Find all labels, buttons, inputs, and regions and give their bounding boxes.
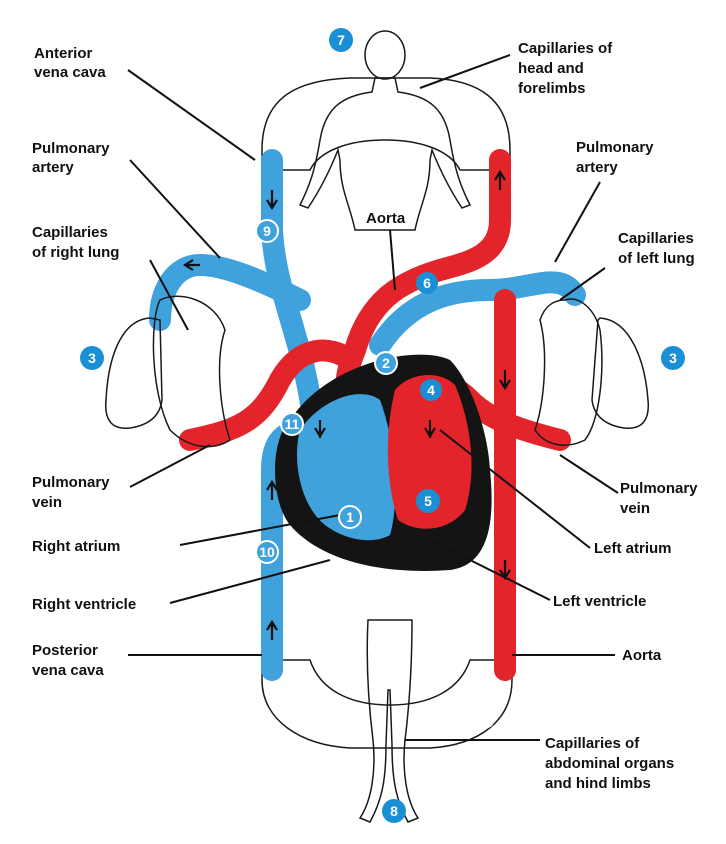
- label-pulmonary-artery-left: Pulmonary artery: [32, 140, 114, 176]
- svg-text:8: 8: [390, 803, 398, 819]
- abdominal-capillary-bed: [261, 659, 513, 749]
- svg-text:11: 11: [285, 416, 300, 432]
- step-badge-8: 8: [382, 799, 406, 823]
- step-badge-5: 5: [416, 489, 440, 513]
- right-heart-chambers: [297, 394, 396, 541]
- svg-text:4: 4: [427, 382, 435, 398]
- right-lung-capillary-bed: [152, 295, 231, 448]
- label-capillaries-abdominal: Capillaries of abdominal organs and hind…: [545, 735, 678, 792]
- head-capillary-bed: [261, 77, 511, 171]
- svg-text:9: 9: [263, 223, 271, 239]
- step-badge-6: 6: [416, 272, 438, 294]
- left-lung: [591, 317, 650, 429]
- labels: Anterior vena cava Capillaries of head a…: [32, 40, 702, 792]
- label-aorta-bottom: Aorta: [622, 647, 662, 664]
- step-badge-3-right: 3: [661, 346, 685, 370]
- flow-arrows: [182, 169, 511, 640]
- upper-body-figure: [298, 30, 472, 231]
- step-badge-1: 1: [338, 505, 362, 529]
- step-badge-3-left: 3: [80, 346, 104, 370]
- label-capillaries-head: Capillaries of head and forelimbs: [518, 40, 616, 97]
- svg-text:10: 10: [259, 544, 275, 560]
- step-badge-10: 10: [255, 540, 279, 564]
- label-capillaries-right-lung: Capillaries of right lung: [32, 224, 119, 261]
- label-pulmonary-vein-left: Pulmonary vein: [32, 474, 114, 511]
- label-left-atrium: Left atrium: [594, 540, 672, 557]
- left-lung-capillary-bed: [534, 298, 603, 446]
- label-aorta-top: Aorta: [366, 210, 406, 227]
- step-badge-9: 9: [255, 219, 279, 243]
- step-badge-4: 4: [420, 379, 442, 401]
- svg-text:7: 7: [337, 32, 345, 48]
- step-badge-11: 11: [280, 412, 304, 436]
- label-posterior-vena-cava: Posterior vena cava: [32, 642, 104, 679]
- label-right-ventricle: Right ventricle: [32, 596, 136, 613]
- svg-text:3: 3: [669, 350, 677, 366]
- label-pulmonary-vein-right: Pulmonary vein: [620, 480, 702, 517]
- right-lung: [104, 317, 163, 429]
- svg-text:2: 2: [382, 355, 390, 371]
- svg-text:5: 5: [424, 493, 432, 509]
- label-right-atrium: Right atrium: [32, 538, 120, 555]
- svg-text:1: 1: [346, 509, 354, 525]
- lower-body-figure: [358, 619, 420, 823]
- label-anterior-vena-cava: Anterior vena cava: [34, 45, 106, 81]
- step-badge-7: 7: [329, 28, 353, 52]
- step-badges: 7 9 6 3 3 2 4 11: [80, 28, 685, 823]
- svg-text:3: 3: [88, 350, 96, 366]
- label-left-ventricle: Left ventricle: [553, 593, 646, 610]
- label-capillaries-left-lung: Capillaries of left lung: [618, 230, 698, 267]
- svg-text:6: 6: [423, 275, 431, 291]
- left-heart-chambers: [387, 374, 472, 529]
- label-pulmonary-artery-right: Pulmonary artery: [576, 139, 658, 176]
- step-badge-2: 2: [374, 351, 398, 375]
- leader-lines: [127, 54, 619, 741]
